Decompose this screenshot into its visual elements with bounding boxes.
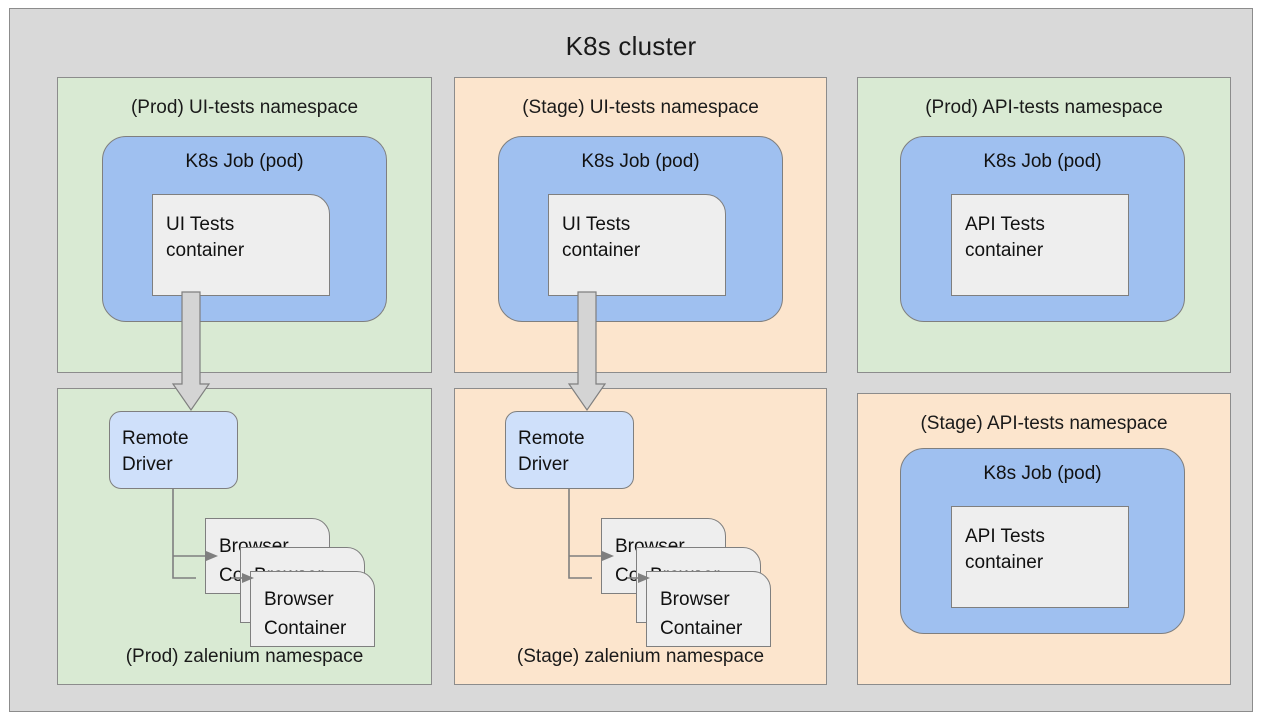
pod-title: K8s Job (pod) xyxy=(185,151,304,172)
browser-container-prod-3: Browser Container xyxy=(250,571,375,647)
namespace-title: (Prod) API-tests namespace xyxy=(925,97,1163,118)
container-stage-ui-tests: UI Tests container xyxy=(548,194,726,296)
container-label: API Tests container xyxy=(965,214,1045,261)
container-label: API Tests container xyxy=(965,526,1045,573)
container-label: UI Tests container xyxy=(562,214,641,261)
browser-container-label: Browser Container xyxy=(660,589,743,639)
remote-driver-prod: Remote Driver xyxy=(109,411,238,489)
cluster-title: K8s cluster xyxy=(565,31,697,61)
remote-driver-label: Remote Driver xyxy=(122,428,189,475)
remote-driver-label: Remote Driver xyxy=(518,428,585,475)
pod-title: K8s Job (pod) xyxy=(983,151,1102,172)
browser-container-stage-3: Browser Container xyxy=(646,571,771,647)
container-prod-api-tests: API Tests container xyxy=(951,194,1129,296)
namespace-title: (Prod) zalenium namespace xyxy=(125,646,364,667)
pod-title: K8s Job (pod) xyxy=(581,151,700,172)
pod-title: K8s Job (pod) xyxy=(983,463,1102,484)
namespace-title: (Prod) UI-tests namespace xyxy=(130,97,359,118)
container-label: UI Tests container xyxy=(166,214,245,261)
container-prod-ui-tests: UI Tests container xyxy=(152,194,330,296)
namespace-title: (Stage) UI-tests namespace xyxy=(522,97,759,118)
namespace-title: (Stage) zalenium namespace xyxy=(516,646,765,667)
browser-container-label: Browser Container xyxy=(264,589,347,639)
namespace-title: (Stage) API-tests namespace xyxy=(920,413,1168,434)
remote-driver-stage: Remote Driver xyxy=(505,411,634,489)
container-stage-api-tests: API Tests container xyxy=(951,506,1129,608)
